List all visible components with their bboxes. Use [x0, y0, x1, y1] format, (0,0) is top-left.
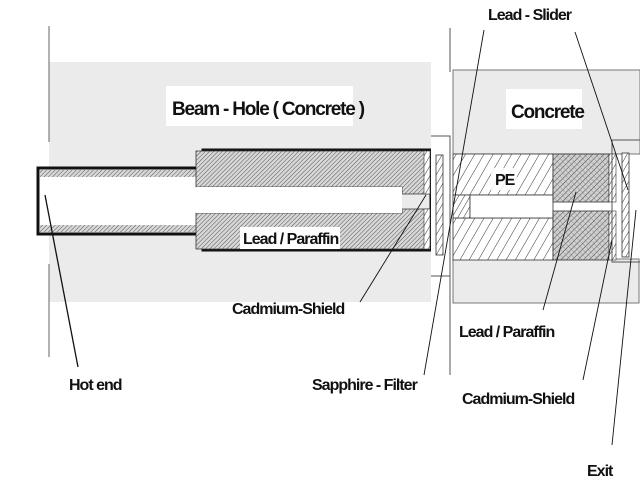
exit-window: [621, 152, 630, 258]
cadmium-shield-right-label: Cadmium-Shield: [462, 391, 574, 408]
leader-lead-paraffin-right: [542, 191, 577, 311]
hot-end-upper-liner: [40, 170, 203, 177]
leader-sapphire: [423, 29, 485, 376]
cadmium-shield-left-upper: [423, 150, 431, 195]
pe-lower: [452, 217, 554, 261]
slider-channel: [469, 194, 554, 219]
hot-end-cavity: [41, 177, 196, 225]
lead-paraffin-left-label: Lead / Paraffin: [243, 231, 338, 248]
pe-small-block: [452, 194, 471, 219]
concrete-label: Concrete: [511, 102, 584, 123]
pe-label: PE: [495, 172, 516, 189]
exit-label: Exit: [587, 463, 614, 480]
lead-slider-label: Lead - Slider: [488, 7, 572, 24]
beam-hole-label: Beam - Hole ( Concrete ): [172, 99, 365, 120]
beam-hole-label-bg: [166, 86, 353, 126]
leader-exit: [611, 209, 637, 446]
sapphire-filter-label: Sapphire - Filter: [312, 377, 418, 394]
lead-paraffin-right-upper: [552, 153, 610, 203]
leader-hot-end: [44, 194, 79, 368]
right-concrete-lower: [452, 258, 640, 304]
lead-paraffin-right-lower: [552, 210, 610, 261]
lead-paraffin-label-bg: [240, 227, 340, 249]
cadmium-shield-left-label: Cadmium-Shield: [232, 301, 344, 318]
leader-cadmium-left: [359, 194, 427, 303]
hot-end-lower-liner: [40, 225, 203, 232]
hot-end-label: Hot end: [69, 377, 122, 394]
leader-lead-slider-right: [574, 31, 629, 191]
sapphire-filter: [435, 154, 444, 256]
pe-label-bg: [491, 168, 517, 190]
concrete-label-bg: [506, 89, 582, 129]
cavity-mid: [196, 187, 402, 213]
beam-hole-concrete-lower: [49, 250, 431, 302]
leader-cadmium-right: [582, 239, 613, 381]
lead-paraffin-right-label: Lead / Paraffin: [459, 324, 554, 341]
cadmium-shield-left-lower: [423, 208, 431, 250]
